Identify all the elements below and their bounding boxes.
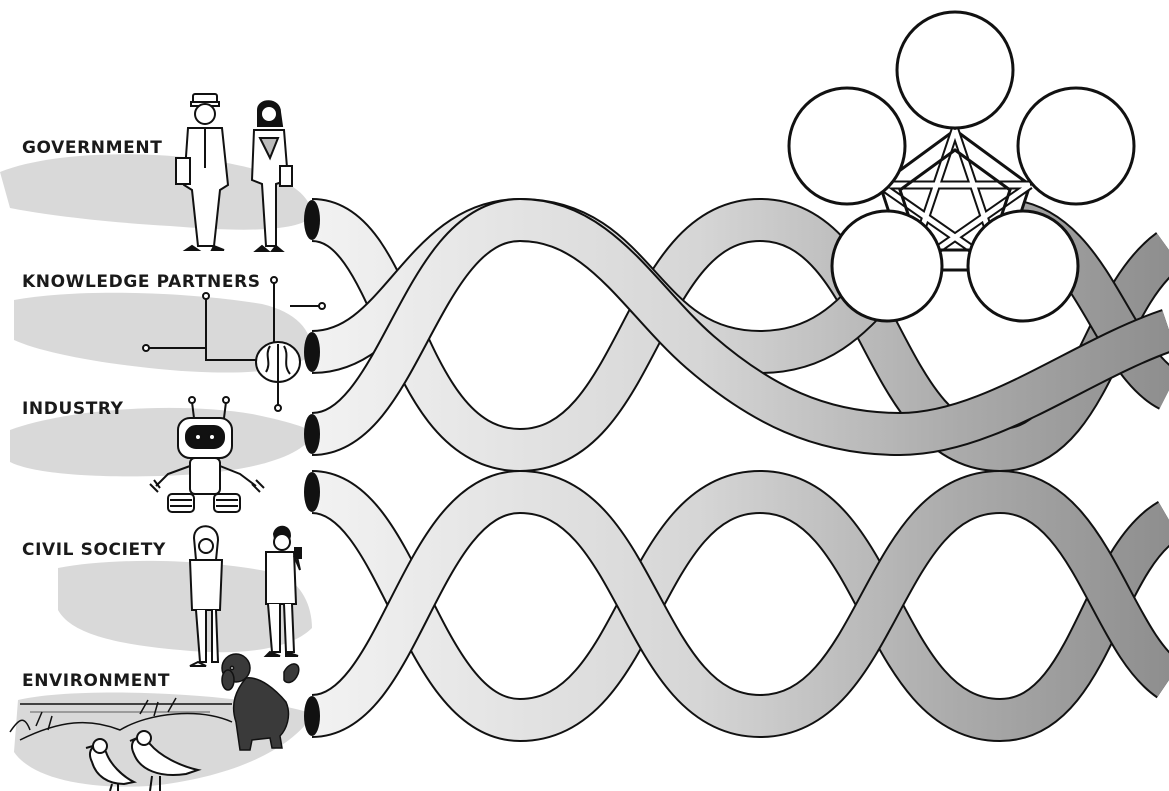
tube-environment <box>309 469 1169 739</box>
knot-icon <box>787 10 1136 323</box>
tube-openings <box>304 200 320 736</box>
police-officer-icon <box>175 93 230 251</box>
label-government: GOVERNMENT <box>22 138 162 158</box>
knowledge-shadow <box>14 292 312 373</box>
label-knowledge-partners: KNOWLEDGE PARTNERS <box>22 272 261 292</box>
man-phone-icon <box>263 525 302 657</box>
brain-circuit-icon <box>142 276 326 412</box>
background-shadows <box>0 154 314 787</box>
government-shadow <box>0 154 312 230</box>
knot-circle-right <box>1016 86 1136 206</box>
dunes-icon <box>9 697 233 741</box>
tube-civil <box>309 469 1169 743</box>
tube-industry <box>309 197 1169 457</box>
label-civil-society: CIVIL SOCIETY <box>22 540 166 560</box>
knot-circle-bottom-right <box>966 209 1080 323</box>
businesswoman-icon <box>250 100 293 252</box>
knot-circle-top <box>895 10 1015 130</box>
industry-shadow <box>10 407 314 477</box>
woman-hijab-icon <box>188 525 224 667</box>
knot-circle-bottom-left <box>830 209 944 323</box>
label-industry: INDUSTRY <box>22 399 124 419</box>
tube-government <box>309 197 1169 473</box>
seagulls-icon <box>85 730 202 791</box>
robot-icon <box>149 396 265 513</box>
poodle-dog-icon <box>221 653 300 751</box>
stakeholder-labels: GOVERNMENT KNOWLEDGE PARTNERS INDUSTRY C… <box>22 138 261 691</box>
civil-shadow <box>58 560 312 653</box>
label-environment: ENVIRONMENT <box>22 671 170 691</box>
knot-circle-left <box>787 86 907 206</box>
